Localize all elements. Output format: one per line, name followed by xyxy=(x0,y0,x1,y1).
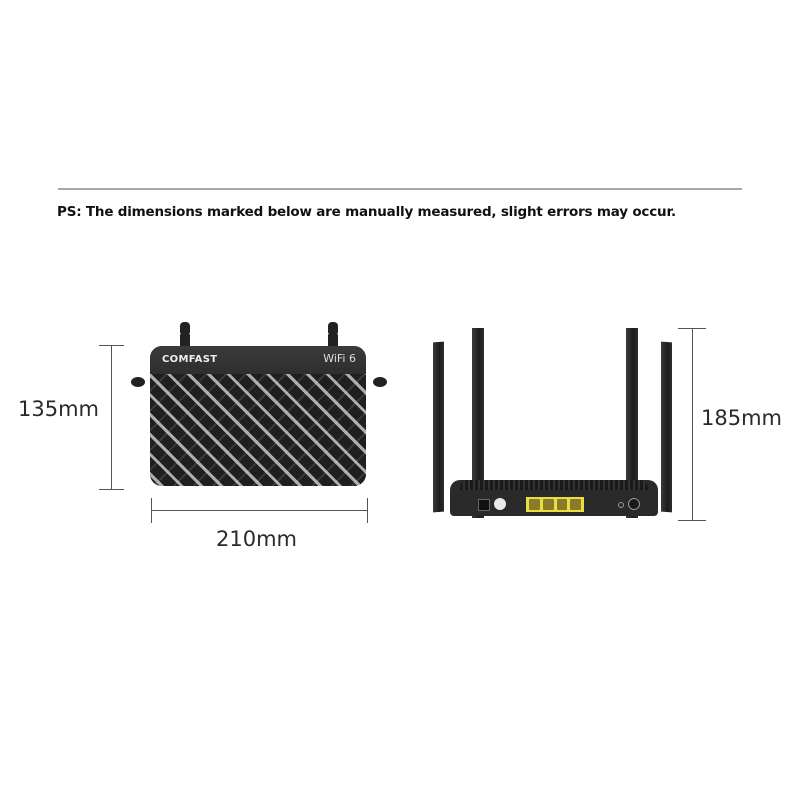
back-height-dimension-line xyxy=(692,328,693,521)
front-height-label: 135mm xyxy=(18,397,99,421)
router-front-view: COMFAST WiFi 6 xyxy=(128,320,390,490)
antenna-icon xyxy=(472,328,484,518)
dc-power-port-icon xyxy=(478,499,490,511)
antenna-icon xyxy=(626,328,638,518)
front-width-tick-right xyxy=(367,498,368,523)
antenna-icon xyxy=(661,341,672,513)
power-button-icon xyxy=(628,498,640,510)
front-height-tick-top xyxy=(99,345,124,346)
ethernet-port-icon xyxy=(529,499,540,510)
lan-ports xyxy=(526,497,584,512)
back-height-tick-top xyxy=(678,328,706,329)
plaid-pattern-panel xyxy=(150,374,366,486)
antenna-mount-icon xyxy=(373,377,387,387)
back-height-tick-bottom xyxy=(678,520,706,521)
antenna-mount-icon xyxy=(328,334,338,348)
antenna-mount-icon xyxy=(328,322,338,334)
reset-pinhole-icon xyxy=(618,502,624,508)
front-width-dimension-line xyxy=(151,510,367,511)
front-height-tick-bottom xyxy=(99,489,124,490)
front-width-tick-left xyxy=(151,498,152,523)
front-width-label: 210mm xyxy=(216,527,297,551)
back-height-label: 185mm xyxy=(701,406,782,430)
front-height-dimension-line xyxy=(111,345,112,490)
wifi6-badge: WiFi 6 xyxy=(323,352,356,365)
antenna-mount-icon xyxy=(180,334,190,348)
router-base xyxy=(450,480,658,516)
ethernet-port-icon xyxy=(556,499,568,510)
horizontal-divider xyxy=(58,188,742,190)
wps-button-icon xyxy=(494,498,506,510)
ethernet-port-icon xyxy=(570,499,581,510)
antenna-mount-icon xyxy=(180,322,190,334)
measurement-disclaimer: PS: The dimensions marked below are manu… xyxy=(57,204,676,220)
router-back-view xyxy=(430,320,680,525)
brand-logo: COMFAST xyxy=(162,354,218,365)
router-body: COMFAST WiFi 6 xyxy=(150,346,366,486)
antenna-mount-icon xyxy=(131,377,145,387)
antenna-icon xyxy=(433,341,444,513)
ethernet-port-icon xyxy=(542,499,554,510)
